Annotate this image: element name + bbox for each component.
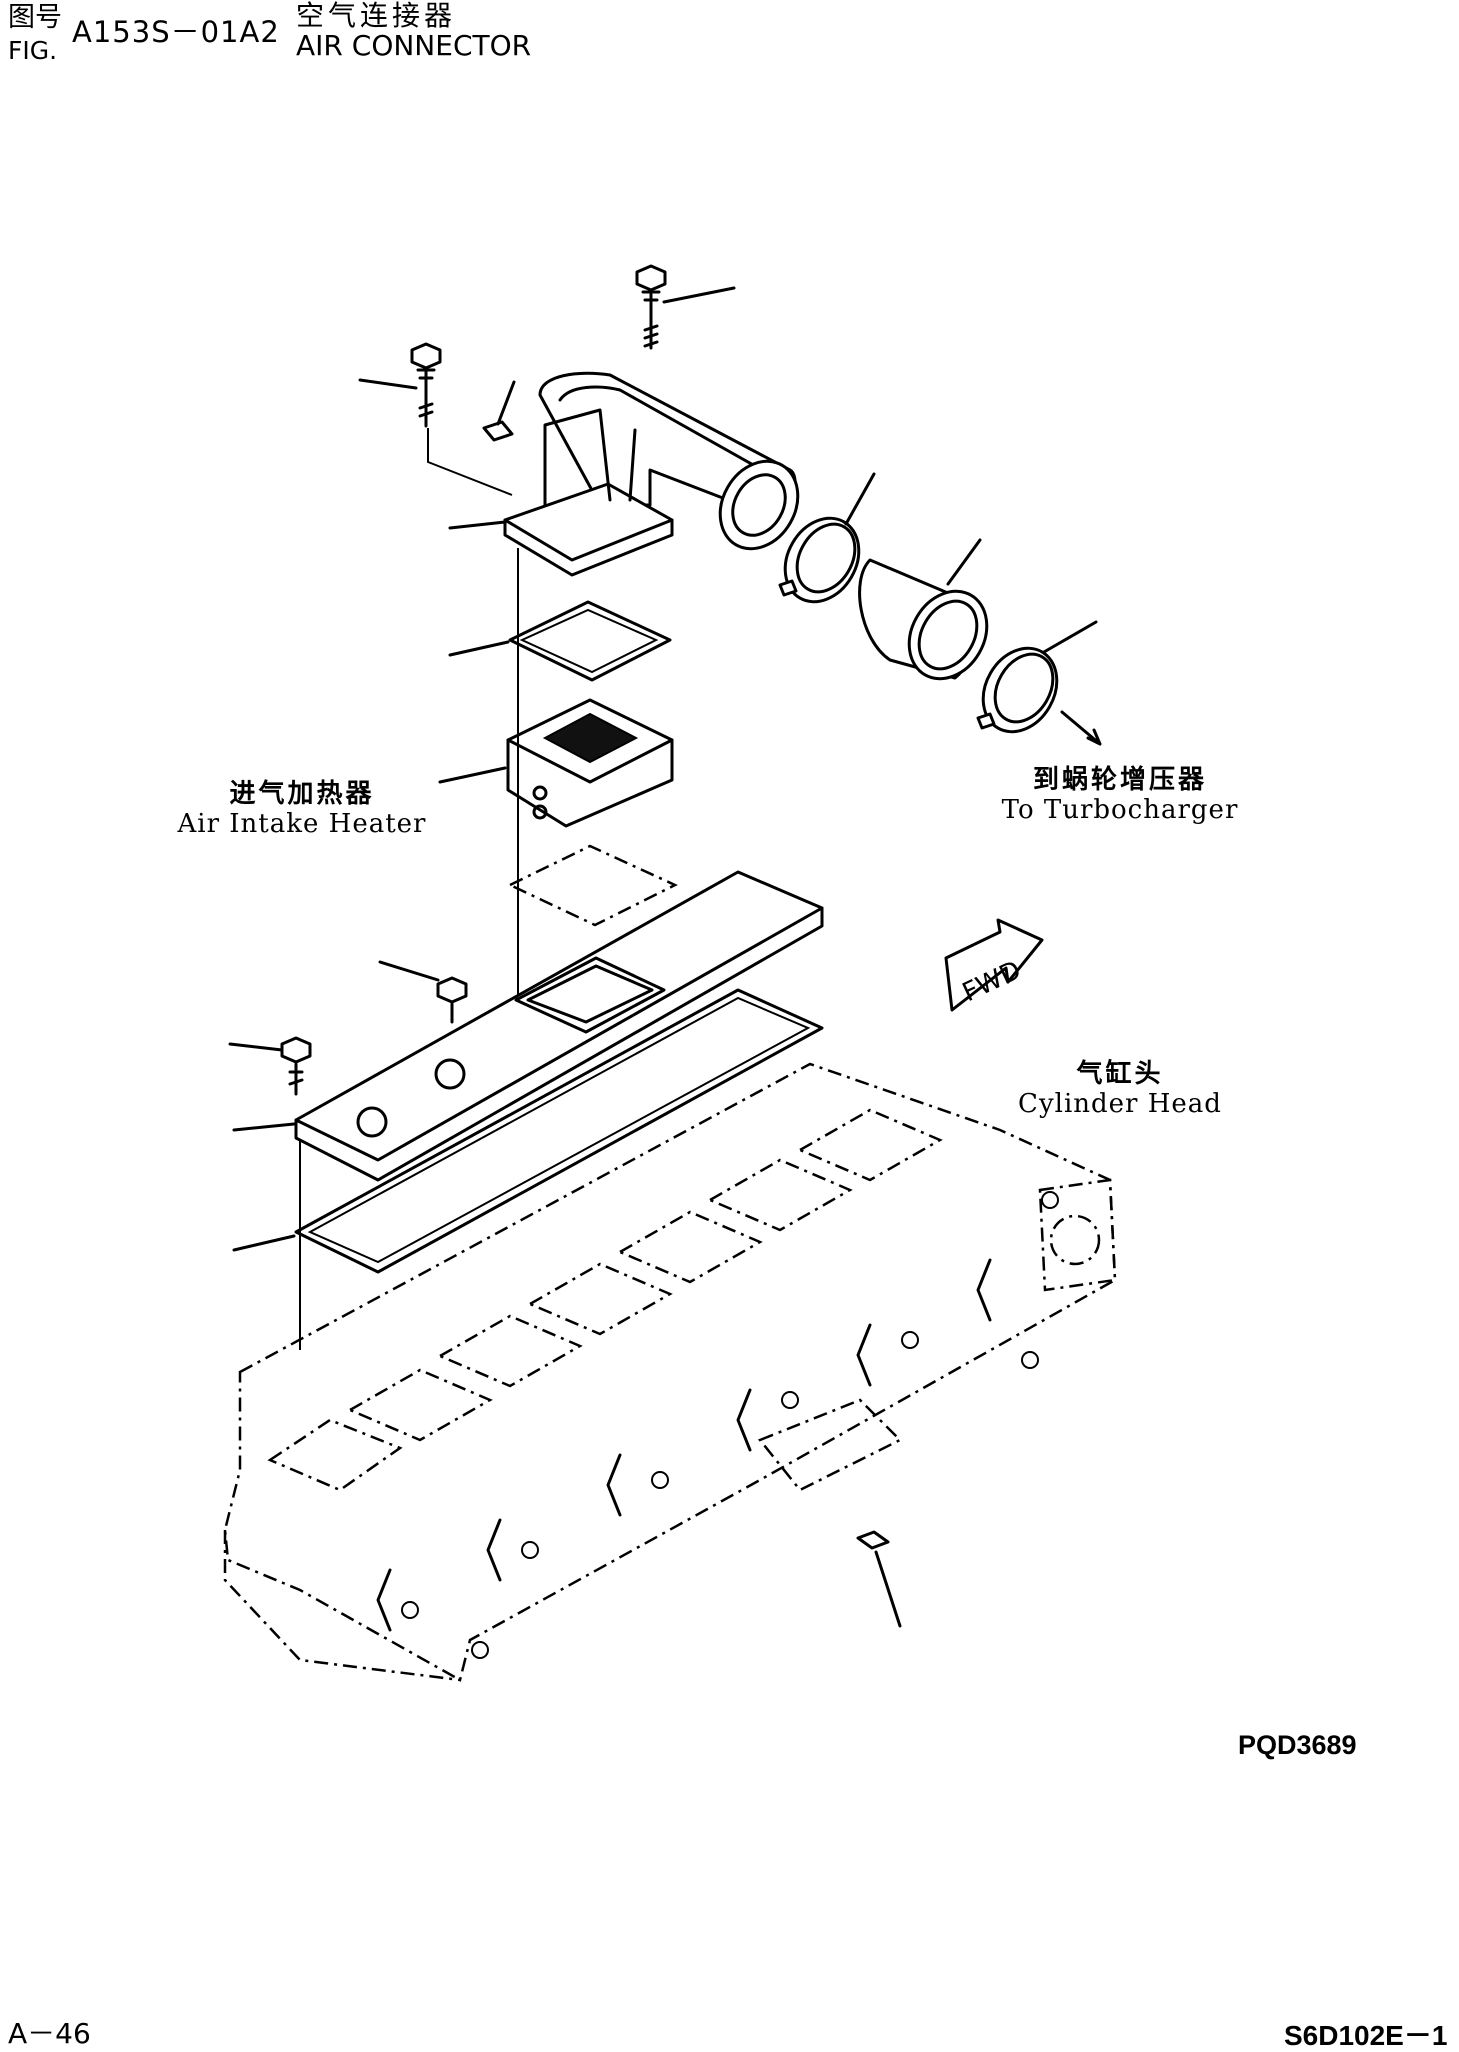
bolt-top: [635, 264, 736, 350]
label-cylinder-head: 气缸头 Cylinder Head: [1010, 1059, 1230, 1120]
plug-bottom: [856, 1530, 902, 1628]
head-label-en: Cylinder Head: [1018, 1088, 1222, 1119]
label-to-turbocharger: 到蜗轮增压器 To Turbocharger: [990, 765, 1250, 826]
label-air-intake-heater: 进气加热器 Air Intake Heater: [172, 779, 432, 840]
figure-number: A153S－01A2: [72, 15, 280, 49]
hose: [858, 538, 989, 681]
cylinder-head: [223, 1062, 1117, 1682]
head-label-cn: 气缸头: [1076, 1059, 1164, 1089]
heater-label-cn: 进气加热器: [229, 779, 375, 809]
hose-clamp-1: [778, 472, 876, 604]
bolt-cover-left: [228, 1036, 312, 1096]
plug: [482, 380, 516, 442]
heater-label-en: Air Intake Heater: [177, 808, 427, 839]
gasket-lower: [507, 844, 678, 927]
hose-clamp-2: [976, 620, 1102, 746]
gasket-upper: [448, 600, 672, 682]
cover-plate: [232, 870, 824, 1182]
title-cn: 空气连接器: [296, 0, 457, 32]
fwd-arrow-icon: FWD: [944, 918, 1044, 1012]
page-title: AIR CONNECTOR: [296, 29, 532, 62]
air-intake-heater: [438, 698, 674, 828]
drawing-code: PQD3689: [1238, 1730, 1357, 1760]
air-elbow-connector: [448, 371, 800, 577]
model-code: S6D102E－1: [1284, 2020, 1448, 2051]
page-number: A－46: [8, 2017, 91, 2050]
gasket-cover: [232, 988, 824, 1274]
turbo-label-cn: 到蜗轮增压器: [1032, 765, 1207, 795]
turbo-label-en: To Turbocharger: [1001, 794, 1239, 825]
bolt-left: [358, 342, 513, 496]
plug-cover: [378, 960, 468, 1024]
fig-label-cn: 图号: [8, 2, 62, 33]
fig-label-en: FIG.: [8, 36, 58, 65]
